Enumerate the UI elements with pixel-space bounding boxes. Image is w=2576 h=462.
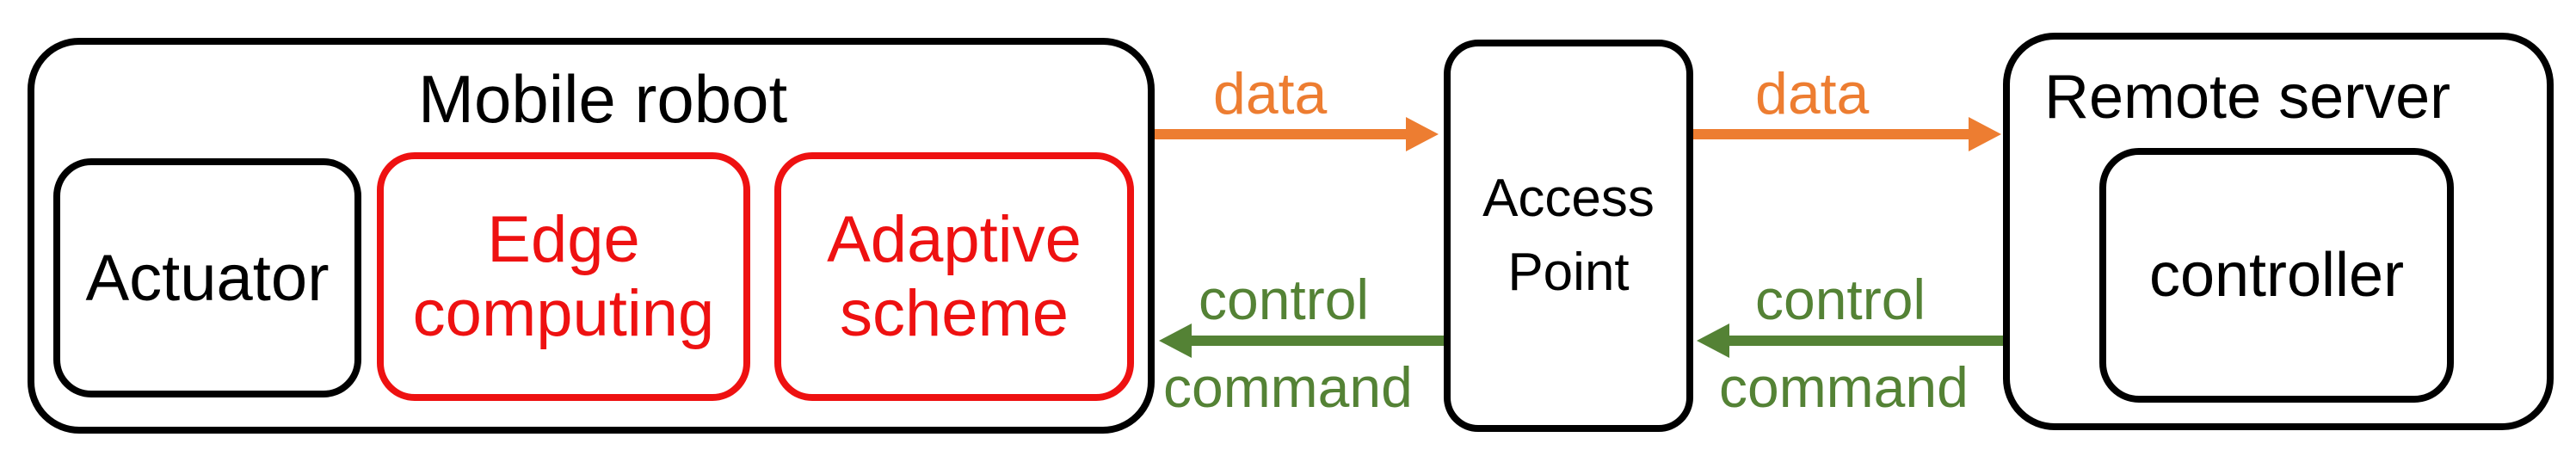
control-arrow-ap-to-robot	[1159, 323, 1444, 358]
remote-server-box	[2003, 33, 2554, 430]
edge-computing-label-line2: computing	[412, 276, 715, 350]
access-point-box: Access Point	[1444, 40, 1693, 432]
mobile-robot-title: Mobile robot	[418, 61, 788, 137]
left-command-label: command	[1163, 355, 1413, 419]
right-data-label: data	[1755, 61, 1870, 126]
adaptive-scheme-label-line2: scheme	[839, 276, 1069, 350]
data-arrow-ap-to-server	[1693, 117, 2001, 151]
controller-box: controller	[2099, 148, 2454, 403]
adaptive-scheme-label-line1: Adaptive	[827, 203, 1082, 277]
access-point-label-line2: Point	[1507, 243, 1630, 302]
remote-server-title: Remote server	[2044, 63, 2451, 132]
actuator-box: Actuator	[53, 158, 361, 397]
mobile-robot-box	[28, 38, 1155, 434]
controller-label: controller	[2148, 241, 2405, 310]
actuator-label: Actuator	[85, 241, 330, 315]
access-point-label-line1: Access	[1482, 169, 1655, 229]
left-data-label: data	[1213, 61, 1328, 126]
right-control-label: control	[1755, 268, 1926, 331]
edge-computing-label-line1: Edge	[487, 203, 640, 277]
data-arrow-robot-to-ap	[1155, 117, 1439, 151]
control-arrow-server-to-ap	[1697, 323, 2003, 358]
adaptive-scheme-box: Adaptive scheme	[774, 152, 1134, 401]
right-command-label: command	[1719, 355, 1969, 419]
left-control-label: control	[1199, 268, 1370, 331]
edge-computing-box: Edge computing	[377, 152, 750, 401]
